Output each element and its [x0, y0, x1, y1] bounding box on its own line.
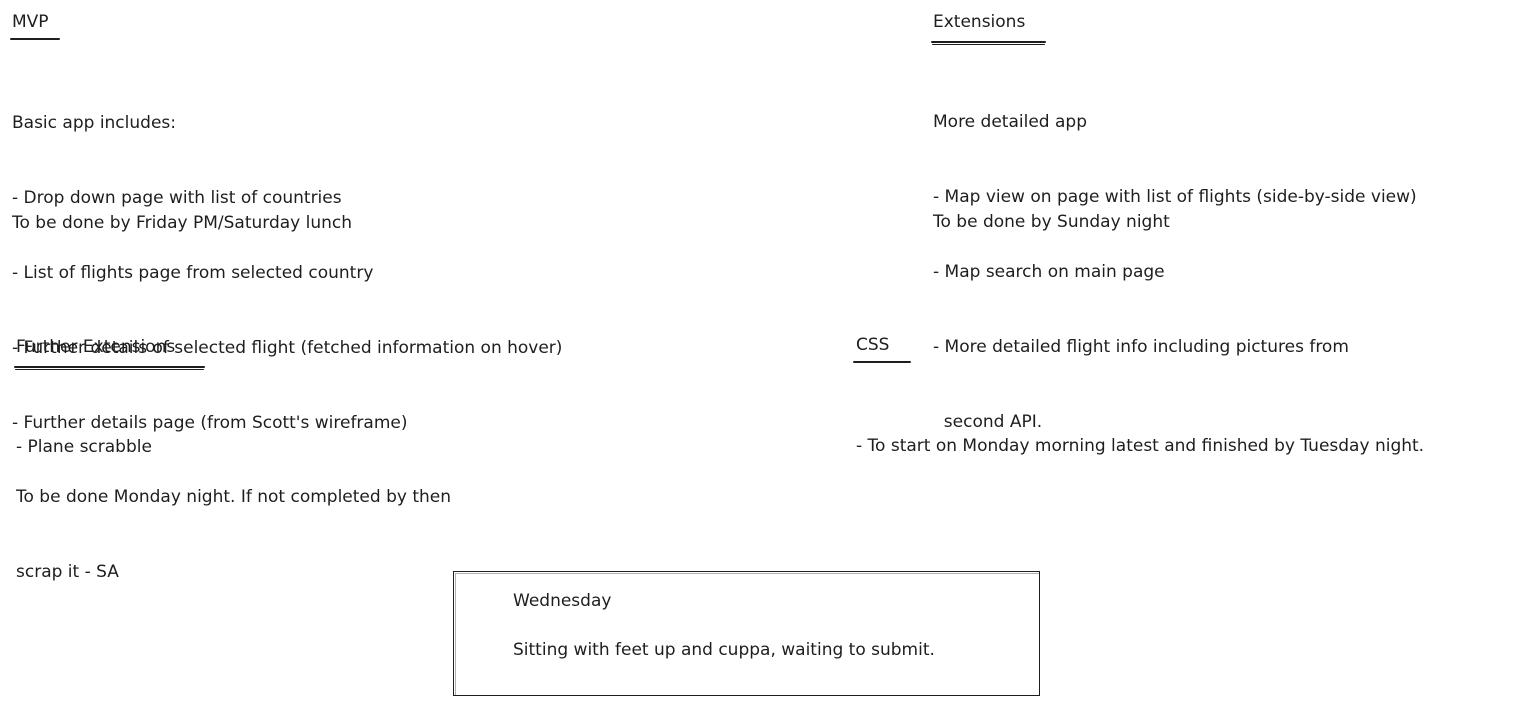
list-item: - List of flights page from selected cou…	[12, 263, 374, 283]
list-item: - Further details page (from Scott's wir…	[12, 413, 408, 433]
list-item: - Plane scrabble	[16, 437, 152, 457]
extensions-deadline: To be done by Sunday night	[933, 212, 1170, 232]
wednesday-text: Sitting with feet up and cuppa, waiting …	[513, 640, 935, 660]
mvp-deadline: To be done by Friday PM/Saturday lunch	[12, 213, 353, 233]
list-item: - Map search on main page	[933, 262, 1165, 282]
list-item: - To start on Monday morning latest and …	[856, 436, 1425, 456]
list-item: - Further details of selected flight (fe…	[12, 338, 563, 358]
wednesday-heading: Wednesday	[513, 591, 612, 611]
mvp-body: Basic app includes: - Drop down page wit…	[12, 61, 562, 461]
css-heading-underline	[853, 361, 911, 363]
mvp-heading-underline	[10, 38, 60, 40]
extensions-heading-underline-second	[932, 44, 1045, 45]
list-item: - More detailed flight info including pi…	[933, 337, 1349, 357]
wednesday-note-box	[453, 571, 1040, 696]
list-item: - Drop down page with list of countries	[12, 188, 342, 208]
list-item: - Map view on page with list of flights …	[933, 187, 1417, 207]
further-extensions-body: - Plane scrabble	[16, 385, 152, 485]
deadline-line: scrap it - SA	[16, 562, 119, 582]
deadline-line: To be done Monday night. If not complete…	[16, 487, 452, 507]
further-extensions-deadline: To be done Monday night. If not complete…	[16, 435, 451, 610]
extensions-heading: Extensions	[933, 12, 1026, 32]
extensions-section: Extensions	[933, 10, 1025, 34]
mvp-heading: MVP	[12, 12, 49, 32]
extensions-heading-underline	[931, 41, 1046, 43]
mvp-section: MVP	[12, 10, 49, 34]
further-extensions-heading: Further Extensions	[16, 337, 176, 357]
extensions-intro: More detailed app	[933, 112, 1087, 132]
css-heading: CSS	[856, 335, 890, 355]
css-section: CSS	[856, 333, 889, 357]
mvp-intro: Basic app includes:	[12, 113, 176, 133]
further-extensions-heading-underline	[14, 366, 205, 368]
further-extensions-heading-underline-second	[15, 369, 204, 370]
extensions-body: More detailed app - Map view on page wit…	[933, 60, 1417, 460]
list-item: second API.	[933, 412, 1043, 432]
further-extensions-section: Further Extensions	[16, 335, 175, 359]
css-body: - To start on Monday morning latest and …	[856, 384, 1424, 484]
